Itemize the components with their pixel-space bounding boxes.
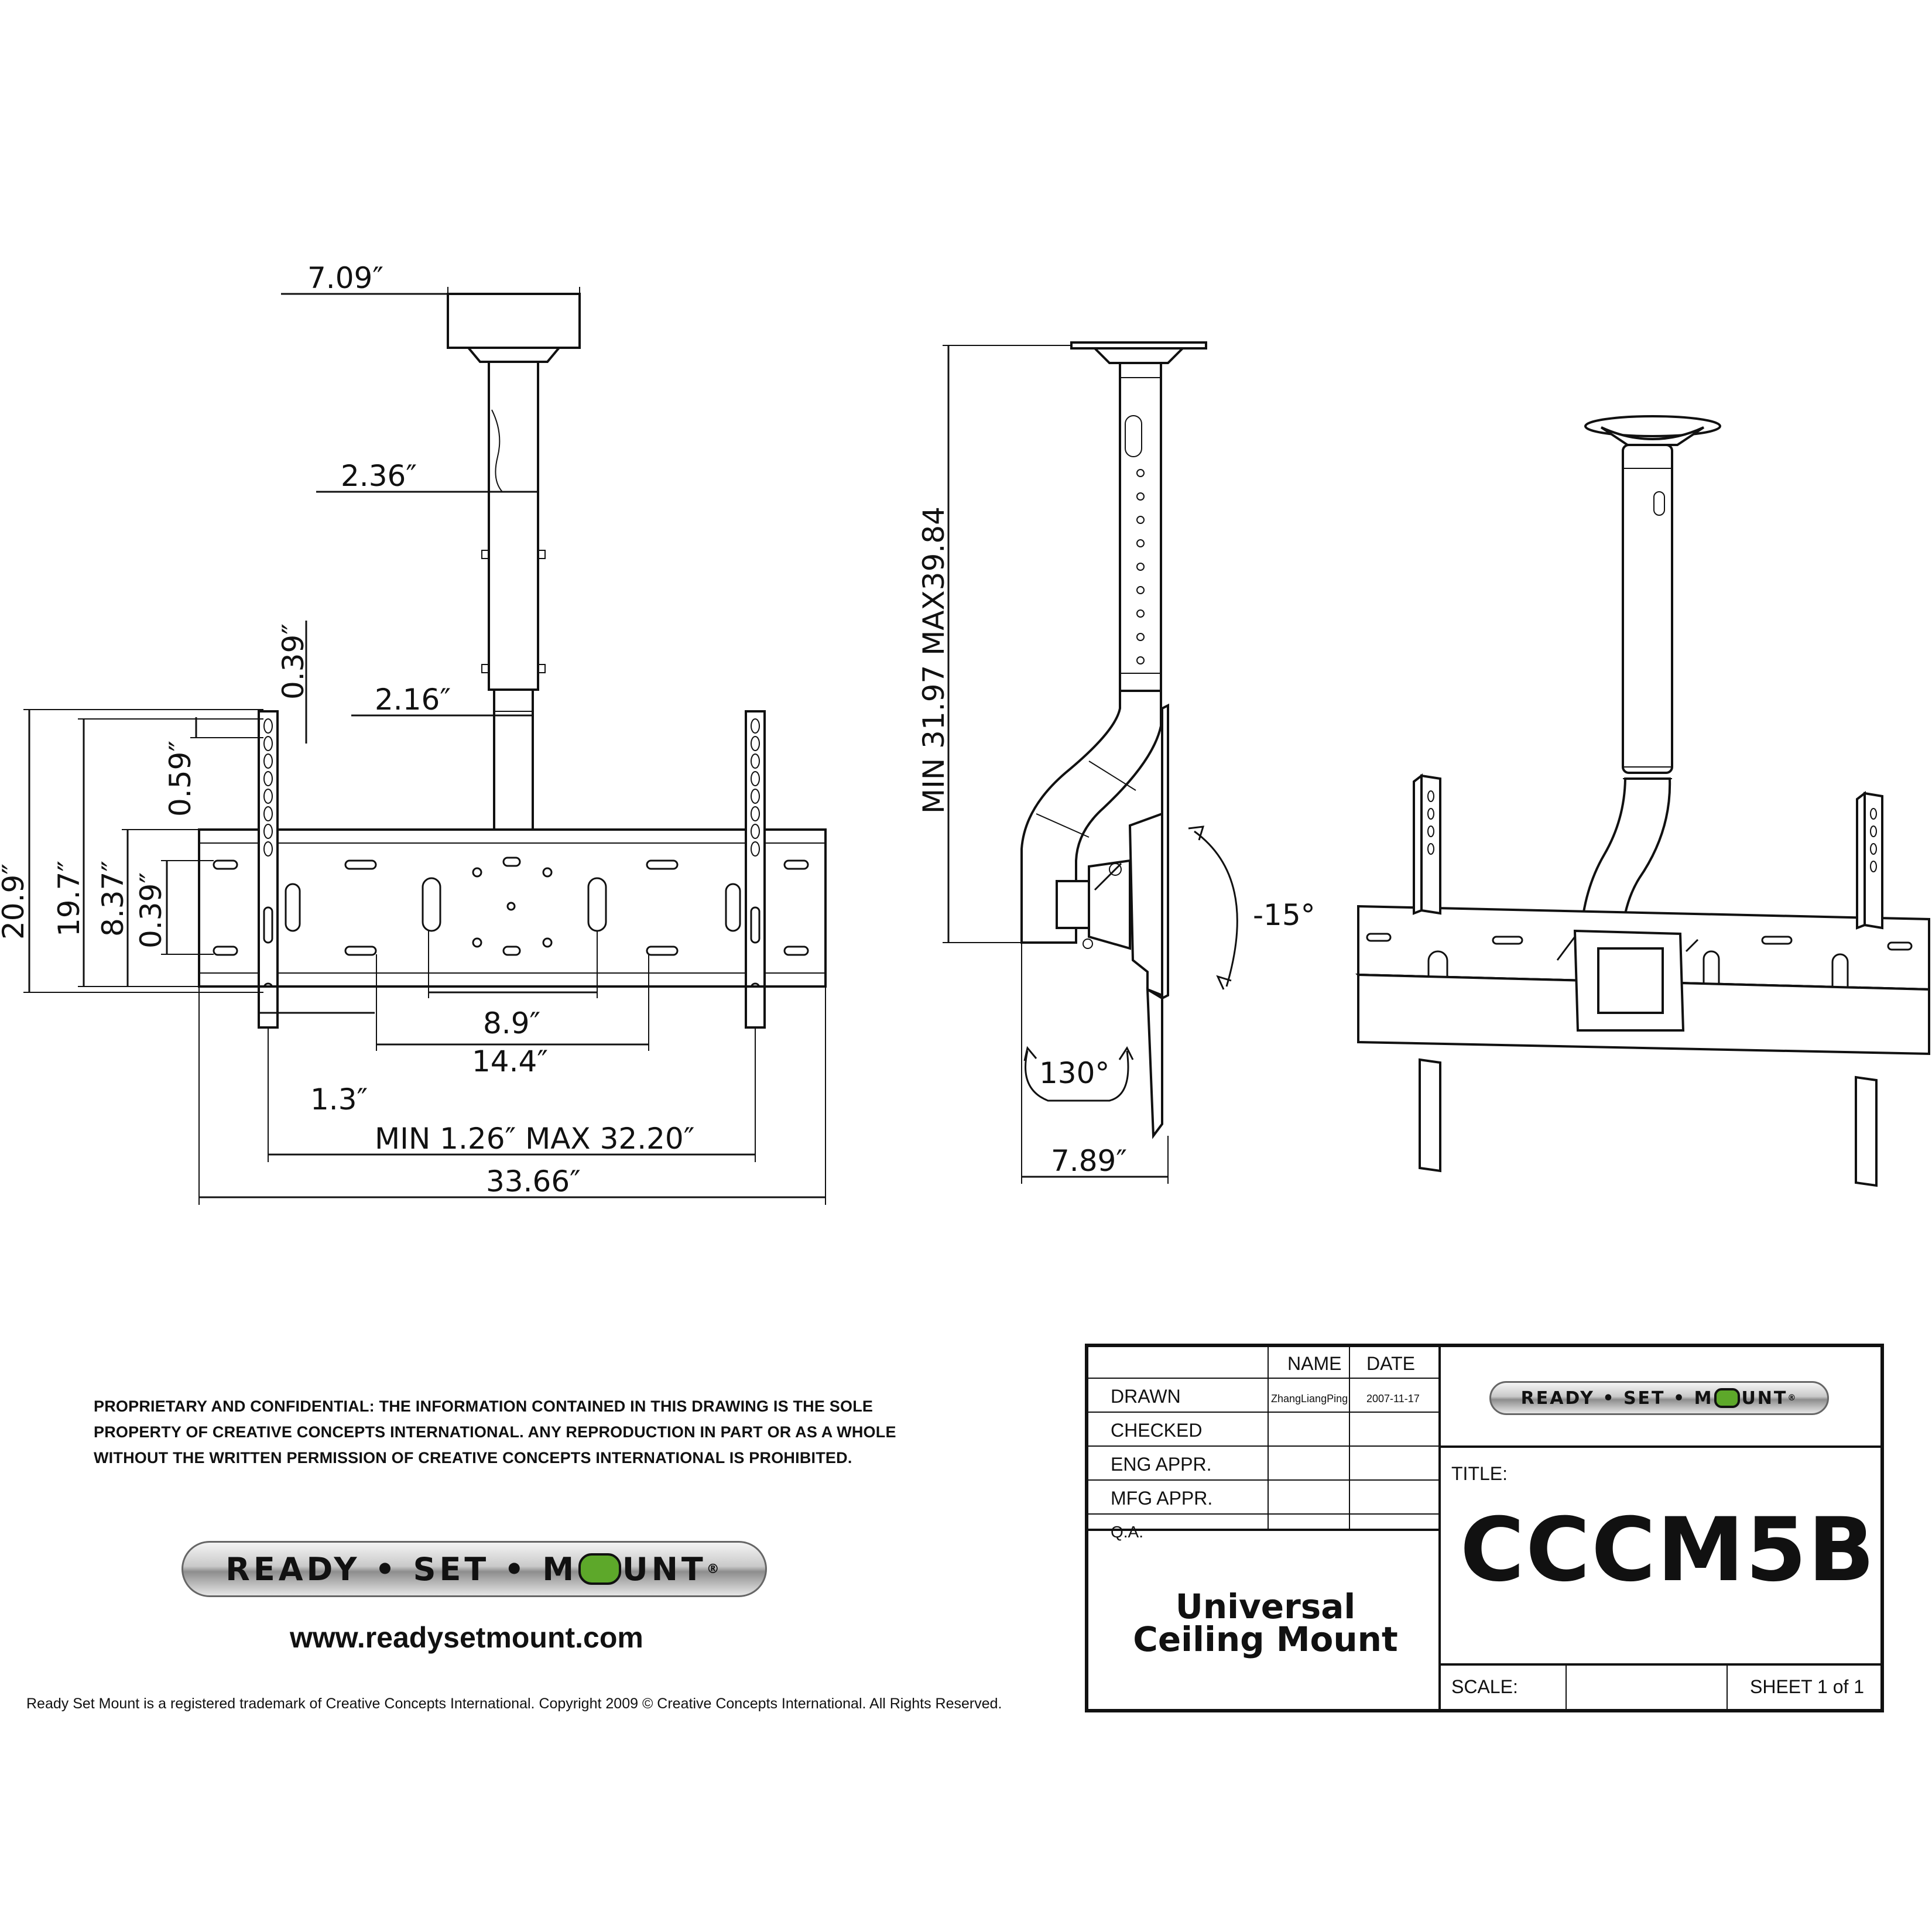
side-arm	[1020, 690, 1162, 944]
dim-total-height: 20.9″	[0, 864, 30, 940]
title-label: TITLE:	[1451, 1463, 1508, 1484]
title-logo-registered-mark: ®	[1787, 1393, 1798, 1403]
dim-pole-outer: 2.36″	[341, 459, 417, 493]
logo-text-part2: UNT	[622, 1550, 707, 1588]
dim-side-height: MIN 31.97 MAX39.84	[917, 506, 951, 814]
dim-side-swivel: 130°	[1039, 1056, 1109, 1090]
side-pole	[1119, 362, 1162, 692]
ceiling-plate-flange	[465, 347, 562, 363]
dim-side-tilt: -15°	[1253, 898, 1316, 932]
row-drawn: DRAWN	[1111, 1386, 1181, 1407]
perspective-left-rail	[1420, 774, 1441, 915]
title-logo-part2: UNT	[1741, 1388, 1788, 1409]
tilt-arc	[1194, 830, 1238, 987]
product-name-line2: Ceiling Mount	[1133, 1619, 1398, 1659]
dim-rail-range: MIN 1.26″ MAX 32.20″	[375, 1122, 694, 1156]
title-logo-part1: READY • SET • M	[1520, 1388, 1714, 1409]
sheet-number: SHEET 1 of 1	[1750, 1676, 1865, 1697]
dim-slot-offset: 0.59″	[163, 741, 197, 817]
drawn-name: ZhangLiangPing	[1271, 1393, 1348, 1405]
title-block-logo: READY • SET • M UNT®	[1489, 1381, 1829, 1415]
tilt-bracket	[1056, 880, 1093, 929]
product-name: Universal Ceiling Mount	[1088, 1590, 1443, 1656]
col-name-header: NAME	[1287, 1353, 1342, 1374]
dim-pole-inner: 2.16″	[375, 683, 451, 717]
dim-gap-top: 0.39″	[276, 624, 310, 700]
dim-top-width: 7.09″	[307, 261, 383, 295]
display-bracket	[1146, 987, 1163, 1139]
dim-plate-height: 8.37″	[96, 861, 130, 937]
row-qa: Q.A.	[1111, 1523, 1144, 1541]
dim-rail-height: 19.7″	[52, 861, 86, 937]
title-logo-o-icon	[1714, 1388, 1741, 1408]
right-rail	[745, 710, 766, 994]
row-mfg-appr: MFG APPR.	[1111, 1488, 1213, 1509]
dim-rail-width: 1.3″	[310, 1083, 368, 1116]
dim-slot-spacing: 14.4″	[472, 1044, 548, 1078]
product-name-line1: Universal	[1175, 1587, 1356, 1626]
dim-center-spacing: 8.9″	[483, 1006, 540, 1040]
model-number: CCCM5B	[1460, 1499, 1876, 1601]
front-view: 7.09″ 2.36″ 2.16″ 0.39″ 0.59″ 20.9″ 19.7…	[0, 261, 827, 1205]
row-eng-appr: ENG APPR.	[1111, 1454, 1212, 1475]
logo-o-icon	[578, 1553, 621, 1585]
logo-text-part1: READY • SET • M	[225, 1550, 578, 1588]
website-url[interactable]: www.readysetmount.com	[290, 1621, 643, 1654]
row-checked: CHECKED	[1111, 1420, 1203, 1441]
logo-registered-mark: ®	[706, 1561, 723, 1577]
perspective-view	[1355, 415, 1930, 1187]
confidentiality-notice: PROPRIETARY AND CONFIDENTIAL: THE INFORM…	[94, 1397, 896, 1467]
outer-pole	[488, 361, 539, 691]
col-date-header: DATE	[1366, 1353, 1415, 1374]
copyright-text: Ready Set Mount is a registered trademar…	[26, 1695, 1002, 1712]
title-block: NAME DATE DRAWN CHECKED ENG APPR. MFG AP…	[1085, 1344, 1884, 1712]
ready-set-mount-logo: READY • SET • M UNT®	[181, 1541, 767, 1597]
dim-total-width: 33.66″	[486, 1164, 581, 1198]
ceiling-plate	[447, 293, 581, 349]
dim-side-depth: 7.89″	[1051, 1144, 1127, 1178]
swivel-arc	[1025, 1050, 1129, 1102]
dim-slot-height: 0.39″	[134, 872, 168, 948]
side-view: MIN 31.97 MAX39.84 -15° 130° 7.89″	[917, 341, 1316, 1184]
scale-label: SCALE:	[1451, 1676, 1518, 1697]
drawn-date: 2007-11-17	[1366, 1393, 1420, 1405]
